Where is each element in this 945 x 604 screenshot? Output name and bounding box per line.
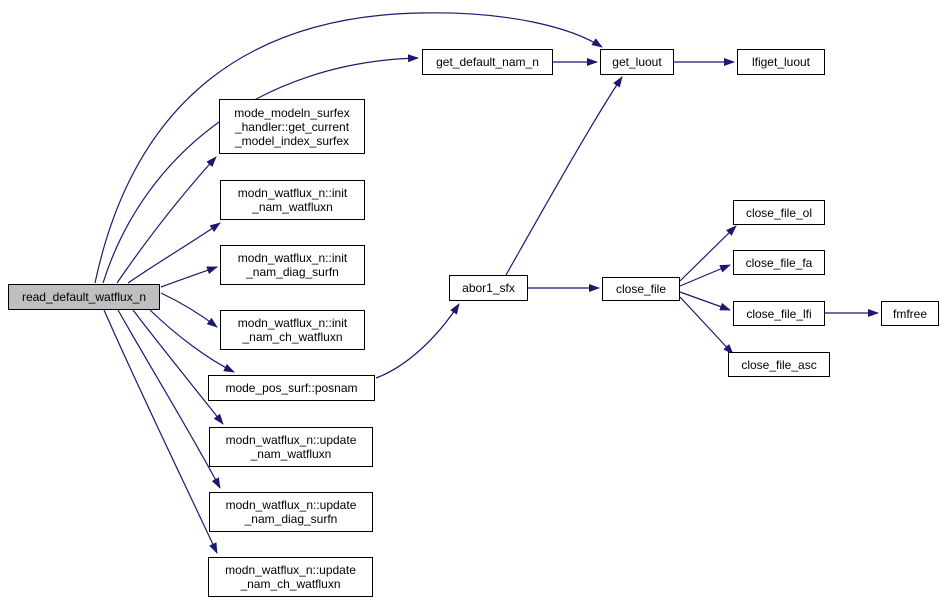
edge-root-to-get_current_model_index xyxy=(116,156,217,284)
edge-root-to-update_nam_diag_surfn xyxy=(117,309,221,489)
node-read_default_watflux_n[interactable]: read_default_watflux_n xyxy=(8,284,160,310)
node-get_current_model_index_surfex[interactable]: mode_modeln_surfex _handler::get_current… xyxy=(219,99,365,154)
node-lfiget_luout[interactable]: lfiget_luout xyxy=(737,49,825,75)
node-fmfree[interactable]: fmfree xyxy=(881,301,939,326)
edge-root-to-init_nam_diag_surfn xyxy=(160,266,218,288)
node-init_nam_ch_watfluxn[interactable]: modn_watflux_n::init _nam_ch_watfluxn xyxy=(220,310,365,350)
node-close_file_ol[interactable]: close_file_ol xyxy=(733,200,825,225)
edge-root-to-posnam xyxy=(149,309,235,373)
node-close_file_asc[interactable]: close_file_asc xyxy=(728,352,830,377)
edge-root-to-init_nam_ch_watfluxn xyxy=(160,292,218,328)
edge-root-to-update_nam_ch_watfluxn xyxy=(103,309,218,554)
node-init_nam_diag_surfn[interactable]: modn_watflux_n::init _nam_diag_surfn xyxy=(220,245,365,285)
edge-close_file-to-close_file_fa xyxy=(679,264,731,287)
node-close_file[interactable]: close_file xyxy=(602,277,680,301)
node-init_nam_watfluxn[interactable]: modn_watflux_n::init _nam_watfluxn xyxy=(220,180,365,220)
edge-posnam-to-abor1_sfx xyxy=(375,303,460,379)
node-get_default_nam_n[interactable]: get_default_nam_n xyxy=(422,49,553,75)
node-abor1_sfx[interactable]: abor1_sfx xyxy=(449,275,528,301)
edge-close_file-to-close_file_ol xyxy=(679,225,737,282)
node-posnam[interactable]: mode_pos_surf::posnam xyxy=(208,375,375,401)
edge-root-to-get_default_nam_n xyxy=(102,54,419,284)
edge-abor1_sfx-to-get_luout xyxy=(505,76,623,276)
edge-close_file-to-close_file_lfi xyxy=(679,291,731,311)
node-close_file_fa[interactable]: close_file_fa xyxy=(733,250,825,275)
node-update_nam_diag_surfn[interactable]: modn_watflux_n::update _nam_diag_surfn xyxy=(209,492,373,532)
edge-root-to-get_luout xyxy=(94,12,603,284)
node-update_nam_ch_watfluxn[interactable]: modn_watflux_n::update _nam_ch_watfluxn xyxy=(208,557,373,597)
node-update_nam_watfluxn[interactable]: modn_watflux_n::update _nam_watfluxn xyxy=(209,427,373,467)
node-close_file_lfi[interactable]: close_file_lfi xyxy=(733,301,825,326)
edge-root-to-init_nam_watfluxn xyxy=(127,222,221,284)
edge-close_file-to-close_file_asc xyxy=(679,296,734,355)
edge-root-to-update_nam_watfluxn xyxy=(132,309,224,425)
node-get_luout[interactable]: get_luout xyxy=(600,49,674,75)
